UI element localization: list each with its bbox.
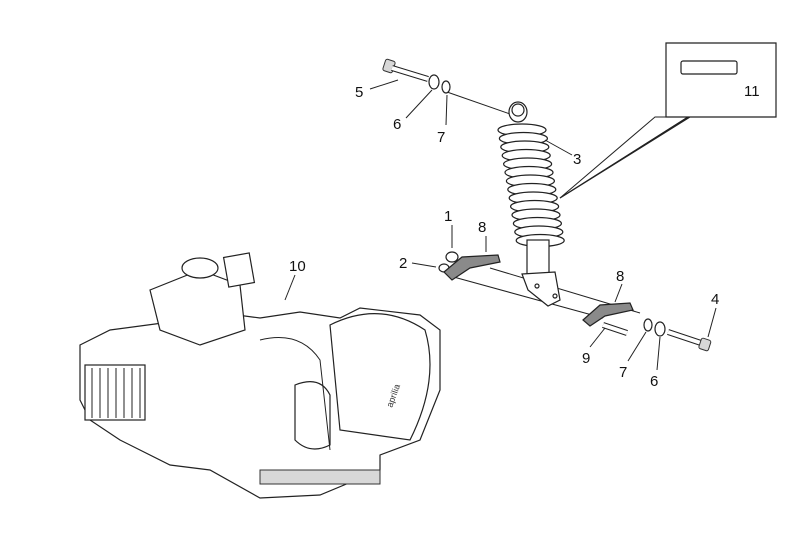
washer-7-bottom xyxy=(643,318,653,332)
washer-7-top xyxy=(441,80,451,94)
bolt-5 xyxy=(382,58,429,82)
washer-6-top xyxy=(428,74,440,90)
inset-box-11 xyxy=(559,42,777,199)
callout-8-right: 8 xyxy=(616,268,624,285)
label-plate-icon xyxy=(680,60,738,75)
bracket-8-right xyxy=(582,302,634,327)
callout-7-top: 7 xyxy=(437,129,445,146)
callout-6-top: 6 xyxy=(393,116,401,133)
callout-8-left: 8 xyxy=(478,219,486,236)
callout-2: 2 xyxy=(399,255,407,272)
washer-6-bottom xyxy=(654,321,666,337)
engine-10: aprilia xyxy=(79,252,441,499)
callout-9: 9 xyxy=(582,350,590,367)
callout-11: 11 xyxy=(744,83,760,100)
bush-1 xyxy=(445,251,459,263)
callout-3: 3 xyxy=(573,151,581,168)
callout-10: 10 xyxy=(289,258,306,275)
callout-5: 5 xyxy=(355,84,363,101)
callout-1: 1 xyxy=(444,208,452,225)
callout-4: 4 xyxy=(711,291,719,308)
callout-7-bottom: 7 xyxy=(619,364,627,381)
callout-6-bottom: 6 xyxy=(650,373,658,390)
shock-absorber-3 xyxy=(497,101,565,307)
bracket-8-left xyxy=(443,254,501,281)
